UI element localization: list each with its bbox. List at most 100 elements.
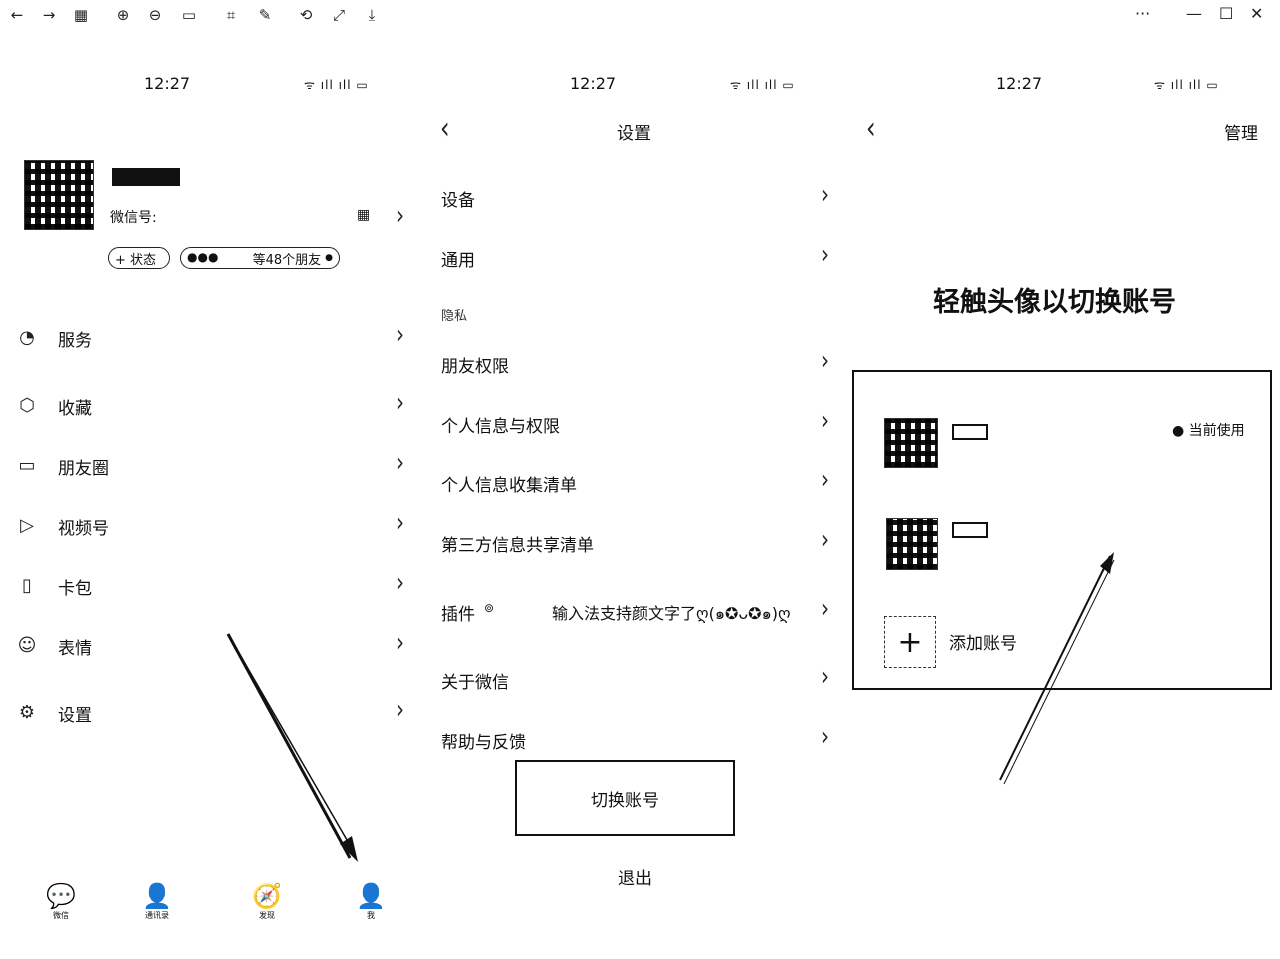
fit-icon[interactable]: ▭ <box>181 6 197 24</box>
settings-item-label: 插件 <box>441 605 475 625</box>
settings-item-5[interactable]: 第三方信息共享清单› <box>426 523 846 559</box>
chevron-right-icon: › <box>821 463 829 495</box>
menu-item-4[interactable]: ▯ 卡包 › <box>0 566 420 614</box>
chevron-right-icon: › <box>821 592 829 624</box>
menu-item-label: 服务 <box>58 331 92 351</box>
channels-icon: ▷ <box>20 514 34 536</box>
add-account-icon[interactable]: + <box>884 616 936 668</box>
settings-item-8[interactable]: 帮助与反馈 › <box>426 720 846 756</box>
status-time: 12:27 <box>996 74 1043 93</box>
tab-contacts[interactable]: 👤通讯录 <box>132 882 182 921</box>
menu-item-label: 设置 <box>58 706 92 726</box>
menu-item-1[interactable]: ⬡收藏› <box>0 386 420 434</box>
settings-item-label: 朋友权限 <box>441 357 509 377</box>
add-account-label[interactable]: 添加账号 <box>949 634 1017 654</box>
settings-panel: 12:27 ᯤ ıll ıll ▭ ‹ 设置 隐私 设备›通用›朋友权限›个人信… <box>426 40 852 959</box>
menu-item-5[interactable]: ☺表情› <box>0 626 420 674</box>
minimize-button[interactable]: — <box>1186 4 1202 23</box>
nickname-redacted <box>112 168 180 186</box>
friends-status-pill[interactable]: ●●● 等48个朋友 ● <box>180 247 340 269</box>
annotation-arrow <box>226 633 358 862</box>
edit-icon[interactable]: ✎ <box>258 6 272 24</box>
chevron-right-icon: › <box>821 344 829 376</box>
account-avatar-current[interactable] <box>884 418 938 468</box>
chats-icon: 💬 <box>46 882 76 910</box>
chevron-right-icon: › <box>821 404 829 436</box>
tab-chats[interactable]: 💬微信 <box>36 882 86 921</box>
contacts-icon: 👤 <box>142 882 172 910</box>
manage-button[interactable]: 管理 <box>1224 124 1258 144</box>
close-button[interactable]: ✕ <box>1250 4 1264 23</box>
settings-item-3[interactable]: 个人信息与权限 › <box>426 404 846 440</box>
sticker-icon: ☺ <box>17 634 37 656</box>
discover-icon: 🧭 <box>252 882 282 910</box>
tab-label: 发现 <box>259 911 275 920</box>
tab-discover[interactable]: 🧭发现 <box>242 882 292 921</box>
settings-item-0[interactable]: 设备 › <box>426 178 846 214</box>
settings-item-4[interactable]: 个人信息收集清单› <box>426 463 846 499</box>
status-icons: ᯤ ıll ıll ▭ <box>304 78 369 92</box>
status-pill[interactable]: + 状态 <box>108 247 170 269</box>
settings-item-1[interactable]: 通用› <box>426 238 846 274</box>
chevron-right-icon: › <box>396 506 404 538</box>
logout-button[interactable]: 退出 <box>618 869 652 889</box>
me-panel: 12:27 ᯤ ıll ıll ▭ 微信号: ▦ › + 状态 ●●● 等48个… <box>0 40 426 959</box>
annotation-arrow <box>999 552 1115 785</box>
settings-item-2[interactable]: 朋友权限 › <box>426 344 846 380</box>
menu-item-0[interactable]: ◔服务› <box>0 318 420 366</box>
settings-item-label: 帮助与反馈 <box>441 733 526 753</box>
maximize-button[interactable]: ☐ <box>1219 4 1234 23</box>
service-icon: ◔ <box>19 326 35 348</box>
crop-icon[interactable]: ⌗ <box>226 6 236 24</box>
chevron-right-icon: › <box>396 626 404 658</box>
card-icon: ▯ <box>22 574 32 596</box>
menu-item-label: 朋友圈 <box>58 459 109 479</box>
menu-item-label: 视频号 <box>58 519 109 539</box>
settings-item-label: 关于微信 <box>441 673 509 693</box>
grid-icon[interactable]: ▦ <box>73 6 89 24</box>
chevron-right-icon: › <box>821 238 829 270</box>
back-icon[interactable]: ‹ <box>440 109 450 147</box>
chevron-right-icon: › <box>821 720 829 752</box>
profile-chevron-icon[interactable]: › <box>396 199 404 231</box>
tab-label: 通讯录 <box>145 911 169 920</box>
wechat-id-label: 微信号: <box>110 210 157 226</box>
profile-avatar[interactable] <box>24 160 94 230</box>
viewer-toolbar: ← → ▦ ⊕ ⊖ ▭ ⌗ ✎ ⟲ ⤢ ⤓ ··· — ☐ ✕ <box>0 0 1280 34</box>
zoom-out-icon[interactable]: ⊖ <box>148 6 162 24</box>
tab-label: 我 <box>367 911 375 920</box>
current-badge: ● 当前使用 <box>1172 423 1245 439</box>
more-icon[interactable]: ··· <box>1135 4 1151 23</box>
menu-item-label: 卡包 <box>58 579 92 599</box>
moments-icon: ▭ <box>18 454 36 476</box>
settings-item-label: 个人信息与权限 <box>441 417 560 437</box>
chevron-right-icon: › <box>821 178 829 210</box>
back-arrow-icon[interactable]: ← <box>10 6 24 24</box>
chevron-right-icon: › <box>396 566 404 598</box>
menu-item-6[interactable]: ⚙设置› <box>0 693 420 741</box>
privacy-section-label: 隐私 <box>441 309 468 324</box>
settings-item-6[interactable]: 插件 › <box>426 592 846 628</box>
zoom-in-icon[interactable]: ⊕ <box>116 6 130 24</box>
save-icon[interactable]: ⤓ <box>368 6 376 24</box>
qr-code-icon[interactable]: ▦ <box>357 207 371 223</box>
account-avatar-other[interactable] <box>886 518 938 570</box>
fullscreen-icon[interactable]: ⤢ <box>332 6 345 24</box>
menu-item-2[interactable]: ▭朋友圈› <box>0 446 420 494</box>
settings-item-label: 第三方信息共享清单 <box>441 536 594 556</box>
status-icons: ᯤ ıll ıll ▭ <box>1154 78 1219 92</box>
manage-accounts-panel: 12:27 ᯤ ıll ıll ▭ ‹ 管理 轻触头像以切换账号 ● 当前使用 … <box>852 40 1278 959</box>
me-icon: 👤 <box>356 882 386 910</box>
rotate-icon[interactable]: ⟲ <box>299 6 313 24</box>
settings-icon: ⚙ <box>18 701 36 723</box>
menu-item-label: 收藏 <box>58 399 92 419</box>
back-icon[interactable]: ‹ <box>866 109 876 147</box>
switch-account-button[interactable]: 切换账号 <box>515 760 735 836</box>
plugin-bulb-icon: ⊚ <box>484 601 495 615</box>
status-icons: ᯤ ıll ıll ▭ <box>730 78 795 92</box>
settings-item-label: 设备 <box>441 191 475 211</box>
forward-arrow-icon[interactable]: → <box>42 6 56 24</box>
menu-item-3[interactable]: ▷ 视频号 › <box>0 506 420 554</box>
settings-item-7[interactable]: 关于微信› <box>426 660 846 696</box>
tab-me[interactable]: 👤我 <box>346 882 396 921</box>
